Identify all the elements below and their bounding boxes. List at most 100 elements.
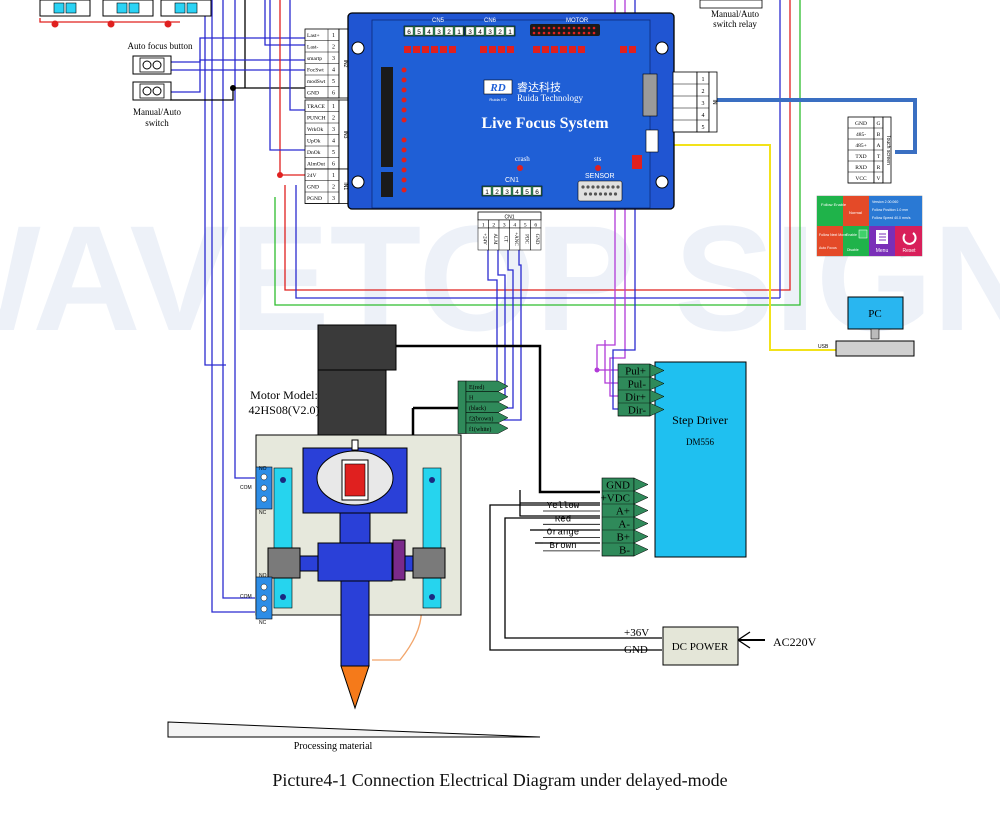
limit-switch — [102, 0, 154, 17]
indicator-led — [401, 147, 407, 153]
no-label: NO — [259, 466, 267, 472]
pin-number: 3 — [505, 189, 509, 196]
terminal-pin-label: WrkOk — [307, 127, 324, 133]
pin — [404, 26, 414, 36]
motor-pin — [537, 31, 541, 35]
terminal-pin-number: R — [877, 165, 881, 171]
svg-text:Disable: Disable — [847, 248, 859, 252]
cn6-label: CN6 — [484, 18, 497, 24]
indicator-led — [578, 46, 585, 53]
indicator-led — [629, 46, 636, 53]
terminal-pin-number: 6 — [534, 223, 537, 229]
terminal-tag: IN3 — [342, 131, 348, 139]
relay-label-1: Manual/Auto — [711, 9, 759, 19]
terminal-pin-label: GND — [855, 121, 867, 127]
indicator-led — [533, 46, 540, 53]
motor-model-label-1: Motor Model: — [250, 388, 318, 402]
motor-pin — [557, 26, 561, 30]
indicator-led — [401, 187, 407, 193]
auto-focus-button-label: Auto focus button — [128, 41, 193, 51]
db9-port — [642, 73, 658, 117]
terminal-pin-number: 1 — [332, 33, 335, 39]
sensor-wire-label: f2(brown) — [469, 416, 493, 423]
terminal-pin-number: 1 — [332, 104, 335, 110]
svg-text:Normal: Normal — [849, 210, 862, 215]
motor-pin — [547, 31, 551, 35]
svg-text:Version 2.00.060: Version 2.00.060 — [872, 200, 898, 204]
menu-icon — [876, 230, 888, 244]
svg-text:Reset: Reset — [902, 248, 916, 254]
motor-pin — [562, 31, 566, 35]
terminal-pin-label: UpOk — [307, 139, 321, 145]
sensor-label: SENSOR — [585, 173, 615, 180]
plus36v-label: +36V — [624, 627, 649, 639]
limit-switch — [160, 0, 212, 17]
nc-label: NC — [259, 510, 267, 516]
mount-hole — [655, 41, 669, 55]
terminal-pin-label: smartp — [307, 56, 322, 62]
terminal-pin-number: 5 — [332, 79, 335, 85]
sensor-wire-terminal: E(red)H(black)f2(brown)f1(white) — [457, 380, 509, 434]
terminal-tag: IN2 — [342, 60, 348, 68]
no-label: NO — [259, 573, 267, 579]
driver-terminal-label: Pul- — [628, 379, 647, 391]
pin — [424, 26, 434, 36]
indicator-led — [431, 46, 438, 53]
terminal-pin-number: 4 — [513, 223, 516, 229]
relay-body — [699, 0, 763, 9]
terminal-arrow — [649, 363, 665, 378]
terminal-pin-number: 2 — [332, 45, 335, 51]
terminal-pin-number: 5 — [702, 125, 705, 131]
pin — [444, 26, 454, 36]
indicator-led — [440, 46, 447, 53]
motor-pin — [587, 31, 591, 35]
ruida-logo: RD Ruida RD — [483, 79, 513, 102]
pin-number: 2 — [447, 29, 451, 36]
pin — [482, 186, 492, 196]
sensor-pin — [581, 185, 585, 189]
indicator-led — [422, 46, 429, 53]
motor-label: MOTOR — [566, 18, 589, 24]
indicator-led — [401, 107, 407, 113]
terminal-tag: CN1 — [504, 215, 514, 221]
head-switch-bottom — [255, 576, 273, 620]
terminal-pin-number: 2 — [332, 116, 335, 122]
terminal-pin-number: 2 — [702, 89, 705, 95]
motor-pin — [592, 26, 596, 30]
motor-connector — [530, 24, 600, 36]
head-switch-top — [255, 466, 273, 510]
touch-screen: Follow Enable Normal Version 2.00.060 Fo… — [816, 195, 923, 257]
terminal-pin-label: DnOk — [307, 150, 321, 156]
terminal-arrow — [633, 490, 649, 505]
pin-number: 6 — [407, 29, 411, 36]
indicator-led — [569, 46, 576, 53]
driver-terminal-label: A+ — [616, 506, 630, 518]
terminal-pin-number: T — [877, 154, 881, 160]
driver-terminal-label: Pul+ — [625, 366, 646, 378]
driver-terminal-label: GND — [606, 480, 630, 492]
vertical-connector — [381, 122, 393, 167]
motor-pin — [582, 31, 586, 35]
terminal-tag: Touch screen — [885, 135, 891, 165]
sensor-wire-label: f1(white) — [469, 426, 491, 433]
pin-number: 2 — [495, 189, 499, 196]
terminal-arrow — [633, 516, 649, 531]
sensor-pin — [606, 185, 610, 189]
terminal-arrow — [649, 389, 665, 404]
svg-text:Ruida RD: Ruida RD — [489, 97, 506, 102]
svg-text:Menu: Menu — [876, 248, 889, 254]
pin — [454, 26, 464, 36]
terminal-pin-number: 6 — [332, 162, 335, 168]
terminal-arrow — [633, 542, 649, 557]
terminal-arrow — [649, 376, 665, 391]
terminal-pin-label: PGND — [307, 196, 322, 202]
follow-enable-tile — [817, 196, 843, 226]
terminal-pin-label: +ANC — [513, 232, 518, 246]
pin-number: 4 — [478, 29, 482, 36]
motor-pin — [587, 26, 591, 30]
motor-pin — [552, 31, 556, 35]
motor-pin — [592, 31, 596, 35]
terminal-pin-number: A — [877, 143, 881, 149]
